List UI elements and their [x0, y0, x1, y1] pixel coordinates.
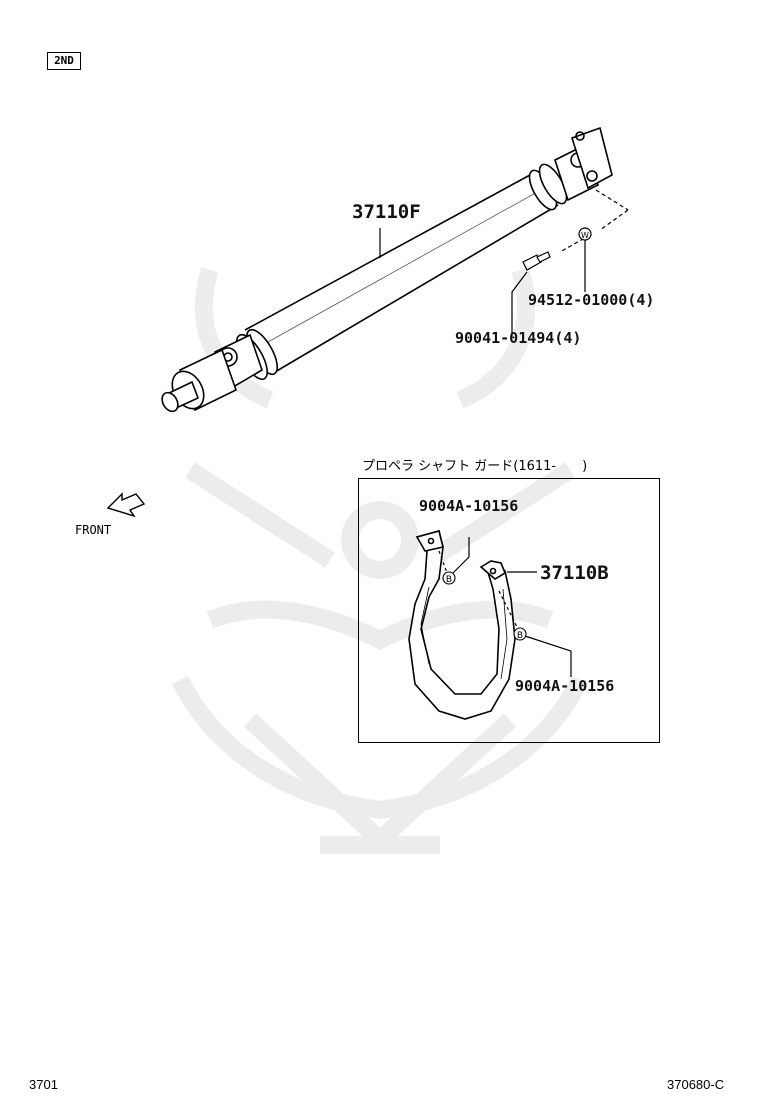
part-number-washer: 94512-01000(4) [528, 291, 655, 309]
washer-callout-letter: W [581, 231, 589, 240]
front-arrow-icon [106, 492, 146, 518]
section-badge: 2ND [47, 52, 81, 70]
part-number-bolt-b: 9004A-10156 [515, 677, 615, 695]
part-number-bolt: 90041-01494(4) [455, 329, 582, 347]
leader-lines [379, 189, 629, 338]
front-direction-label: FRONT [75, 523, 112, 537]
washer-part: W [578, 227, 592, 241]
guard-drawing: B B [408, 530, 572, 720]
footer-page-code: 3701 [29, 1077, 58, 1092]
bolt-a-callout-letter: B [446, 575, 452, 585]
bolt-part [522, 251, 551, 271]
watermark-logo [171, 267, 589, 854]
inset-panel: B B 9004A-10156 37110B 9004A-10156 [358, 478, 660, 743]
part-number-37110b: 37110B [540, 562, 609, 584]
inset-caption: プロペラ シャフト ガード(1611- ) [362, 459, 588, 474]
part-number-37110f: 37110F [352, 201, 421, 223]
part-number-bolt-a: 9004A-10156 [419, 497, 519, 515]
bolt-b-callout-letter: B [517, 631, 523, 641]
footer-diagram-id: 370680-C [667, 1077, 725, 1092]
propeller-shaft [161, 126, 613, 413]
